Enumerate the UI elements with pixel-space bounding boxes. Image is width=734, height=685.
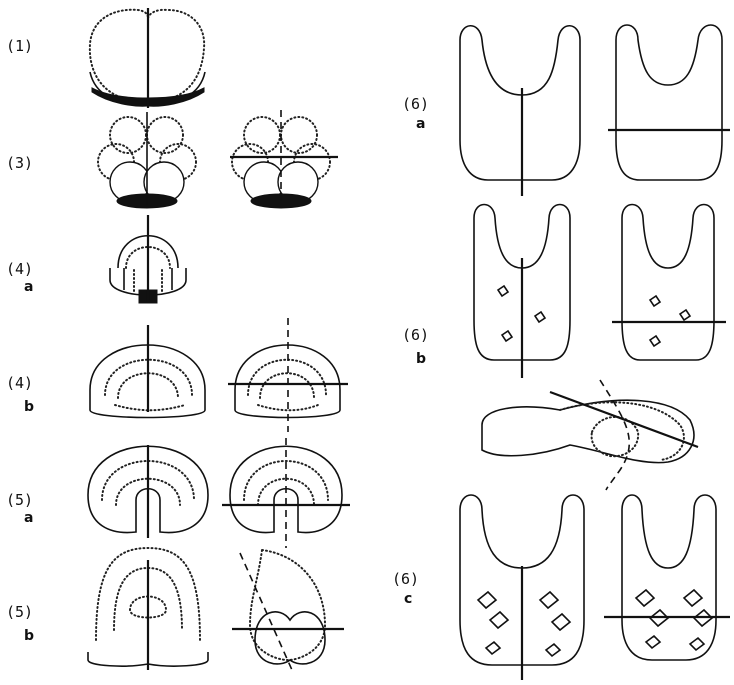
figure-stage-6b-right — [612, 205, 726, 361]
figure-stage-5b-right — [232, 550, 344, 670]
sublabel-stage-4a: a — [24, 279, 33, 295]
label-stage-5: (5) — [6, 491, 33, 509]
figure-stage-4b-right — [228, 318, 348, 432]
figure-stage-3-left — [98, 112, 196, 208]
sublabel-stage-5a: a — [24, 510, 33, 526]
label-stage-6: (6) — [392, 570, 419, 588]
sublabel-stage-6a: a — [416, 116, 425, 132]
label-stage-4: (4) — [6, 260, 33, 278]
figure-stage-6b-left — [474, 205, 570, 379]
sublabel-stage-6b: b — [416, 351, 426, 367]
figure-stage-6c-right — [604, 495, 730, 660]
sublabel-stage-4b: b — [24, 399, 34, 415]
figure-stage-5b-left — [88, 548, 208, 670]
label-stage-5: (5) — [6, 603, 33, 621]
figure-stage-6c-left — [460, 495, 584, 680]
figure-stage-6a-left — [460, 26, 580, 196]
figure-stage-1 — [90, 8, 205, 108]
label-stage-3: (3) — [6, 154, 33, 172]
figure-stage-5a-left — [88, 445, 208, 538]
figure-stage-5a-right — [222, 438, 350, 548]
figure-stage-4a — [110, 215, 186, 303]
sublabel-stage-5b: b — [24, 628, 34, 644]
label-stage-6: (6) — [402, 326, 429, 344]
figure-stage-4b-left — [90, 325, 205, 418]
label-stage-1: (1) — [6, 37, 33, 55]
label-stage-6: (6) — [402, 95, 429, 113]
figure-stage-6b-side — [482, 380, 698, 490]
label-stage-4: (4) — [6, 374, 33, 392]
sublabel-stage-6c: c — [404, 591, 412, 607]
figure-stage-6a-right — [608, 25, 730, 180]
figure-stage-3-right — [230, 110, 338, 208]
